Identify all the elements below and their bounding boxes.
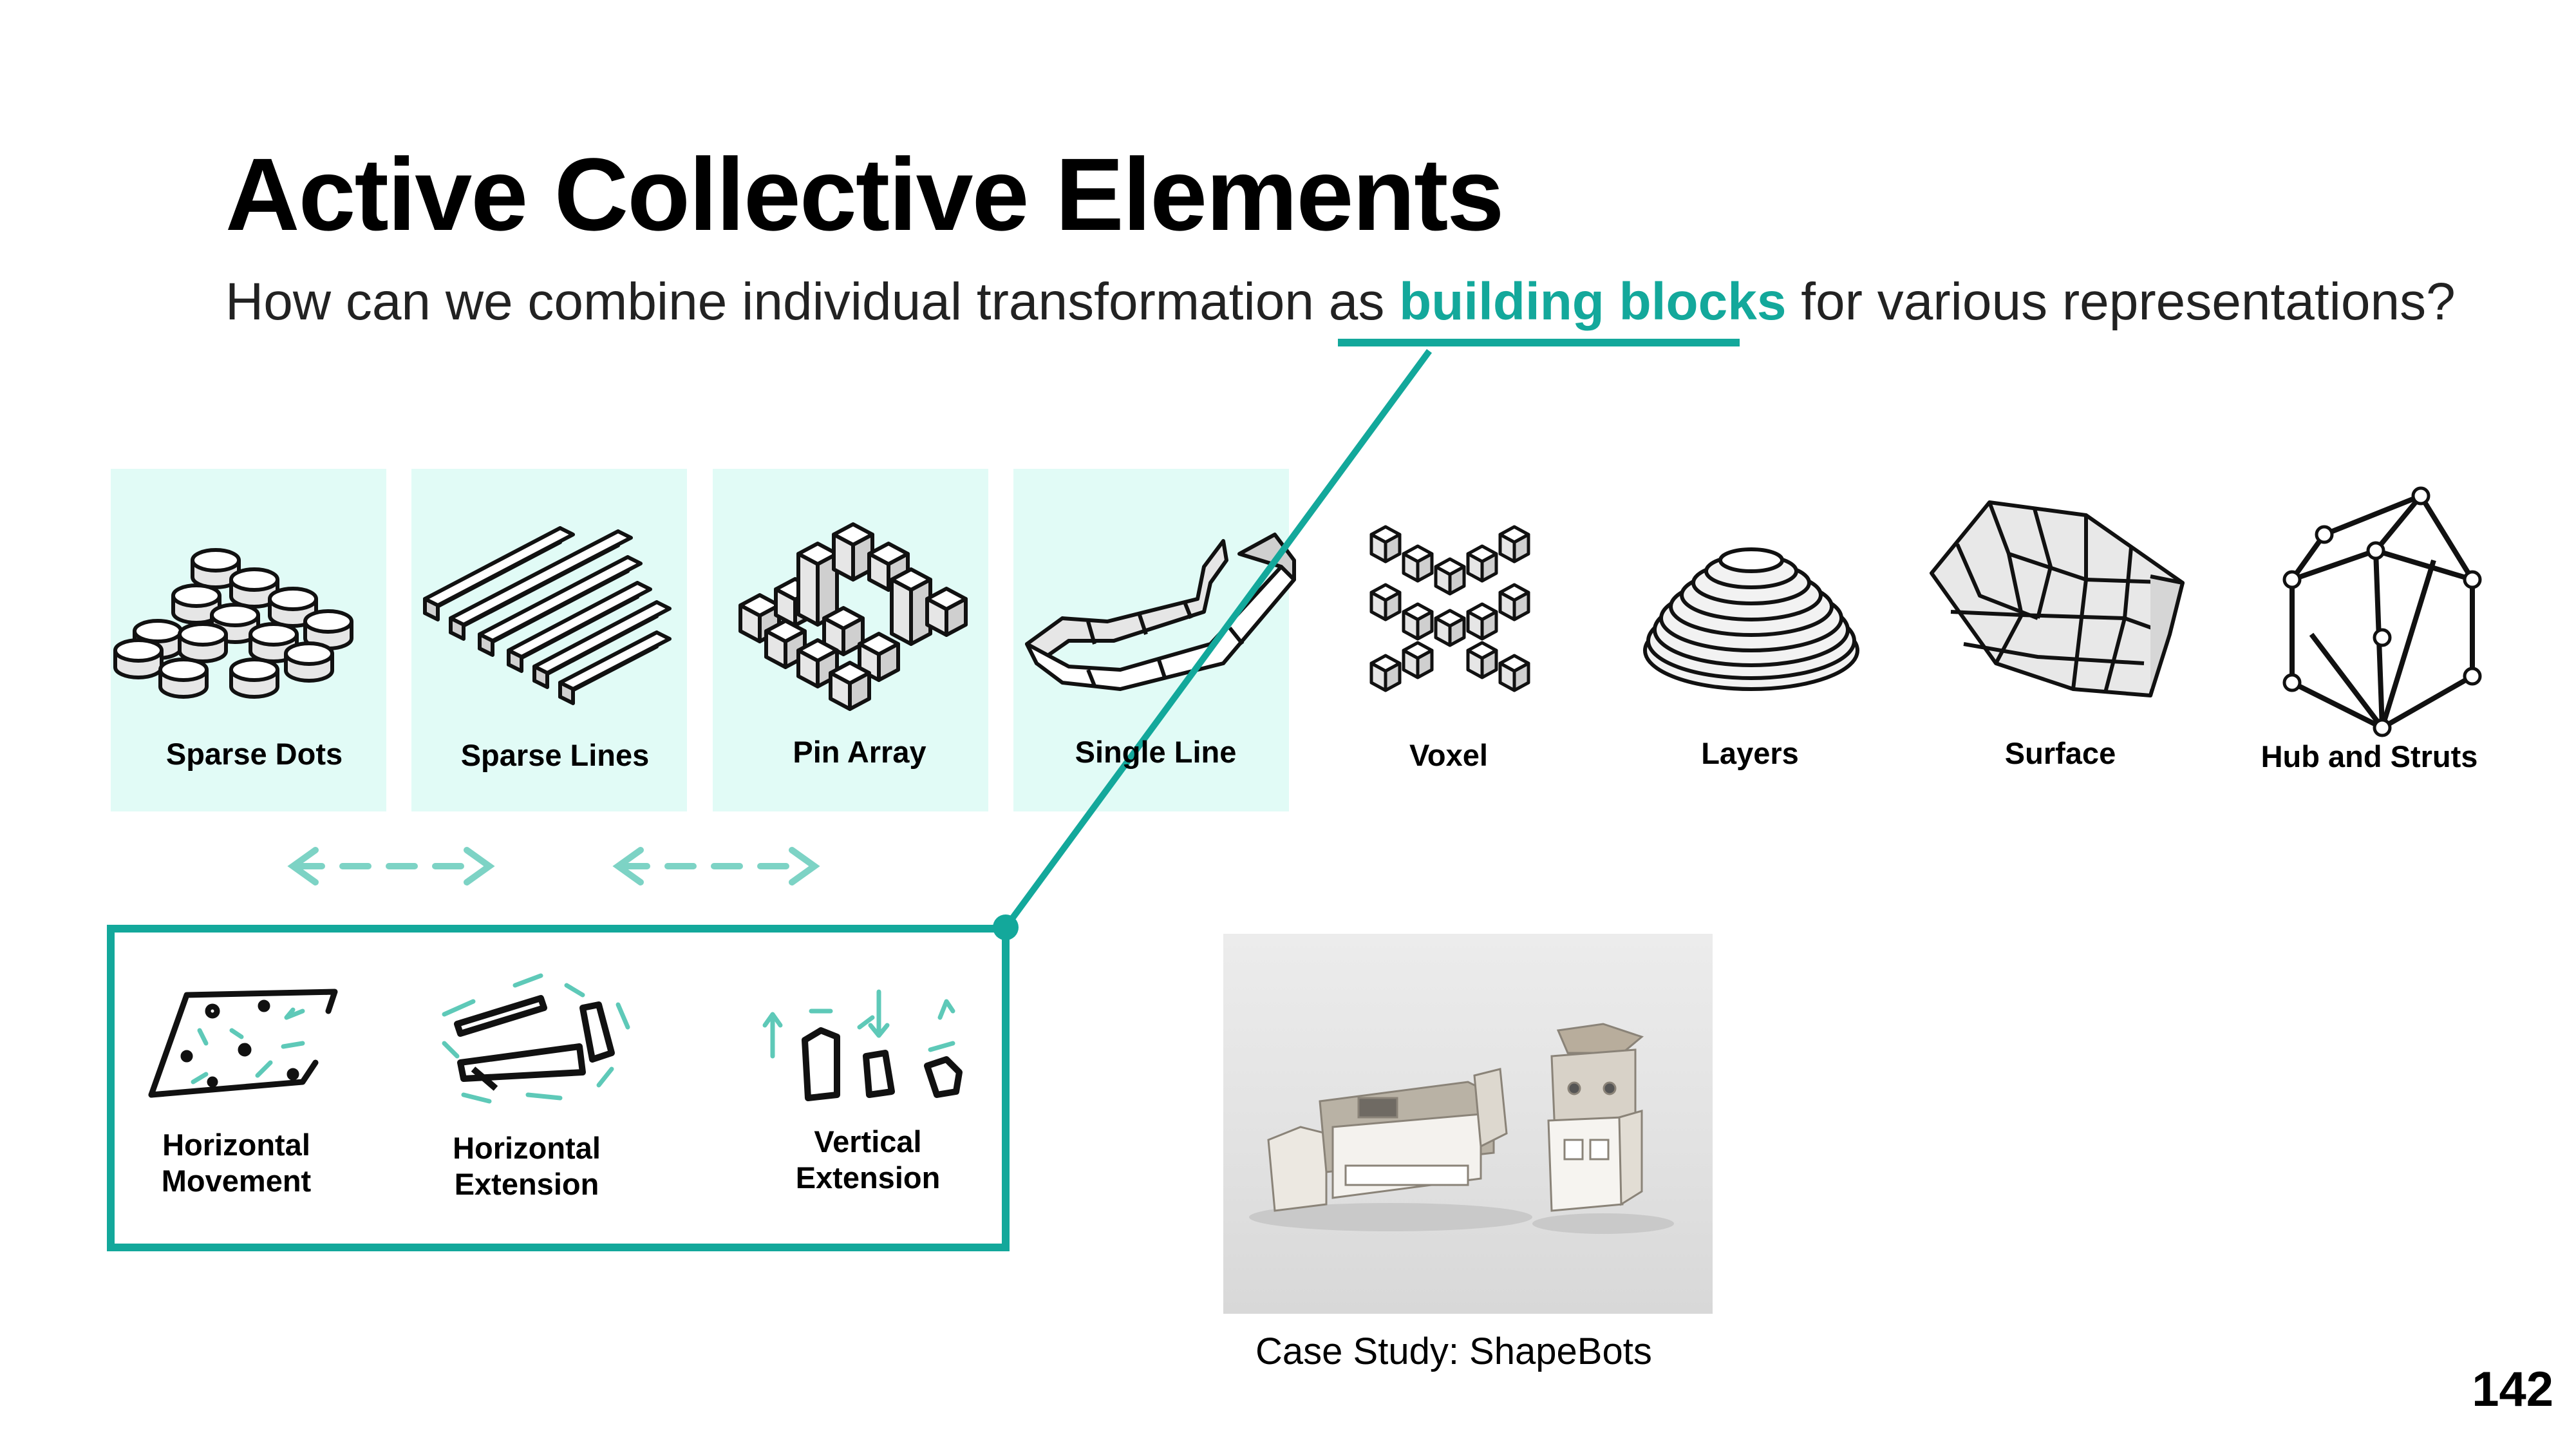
shapebots-robots-illustration	[1249, 1023, 1674, 1234]
label-voxel: Voxel	[1409, 738, 1488, 772]
subtitle-highlight: building blocks	[1399, 272, 1787, 331]
label-horizontal-extension: Horizontal Extension	[453, 1131, 601, 1202]
label-layers: Layers	[1701, 736, 1799, 770]
label-vertical-extension: Vertical Extension	[795, 1124, 941, 1195]
label-hub-and-struts: Hub and Struts	[2261, 739, 2478, 773]
label-sparse-lines: Sparse Lines	[460, 738, 650, 772]
dashed-arrow-1	[287, 847, 495, 886]
dashed-arrow-2	[612, 847, 820, 886]
transformations-box	[107, 925, 1010, 1251]
subtitle-text-after: for various representations?	[1786, 272, 2456, 331]
hub-and-struts-icon	[2282, 486, 2482, 737]
case-study-caption: Case Study: ShapeBots	[1255, 1331, 1652, 1372]
vertical-extension-sketch-icon	[762, 989, 963, 1101]
subtitle-text-before: How can we combine individual transforma…	[225, 272, 1400, 331]
page-number: 142	[2472, 1362, 2553, 1417]
single-line-icon	[1025, 533, 1296, 691]
label-surface: Surface	[2004, 736, 2116, 770]
surface-icon	[1930, 500, 2185, 697]
sparse-dots-icon	[113, 548, 353, 699]
sparse-lines-icon	[423, 526, 672, 705]
horizontal-extension-sketch-icon	[442, 973, 630, 1104]
label-horizontal-movement: Horizontal Movement	[161, 1128, 312, 1198]
voxel-icon	[1369, 525, 1530, 692]
label-sparse-dots: Sparse Dots	[165, 737, 343, 771]
slide-title: Active Collective Elements	[225, 137, 1504, 252]
pin-array-icon	[738, 522, 968, 711]
label-single-line: Single Line	[1075, 735, 1237, 769]
case-study-photo	[1223, 934, 1713, 1314]
connector-line	[1002, 349, 1433, 929]
layers-icon	[1643, 547, 1859, 691]
slide-subtitle: How can we combine individual transforma…	[225, 276, 2456, 328]
label-pin-array: Pin Array	[793, 735, 926, 769]
horizontal-movement-sketch-icon	[148, 989, 338, 1098]
